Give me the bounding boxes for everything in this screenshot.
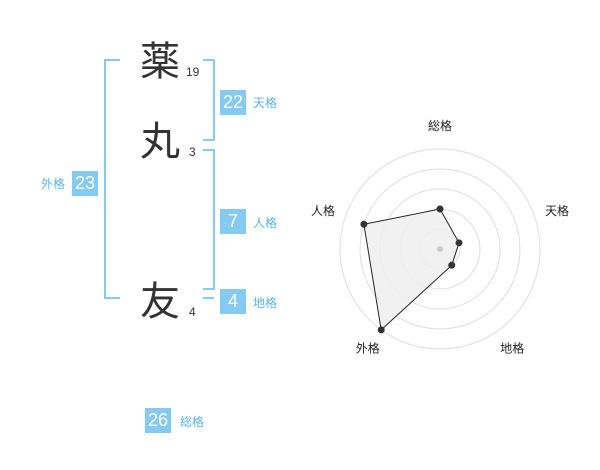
radar-point-2 [455, 239, 463, 247]
jinkaku-badge: 7 [220, 209, 246, 234]
radar-point-3 [448, 261, 456, 269]
radar-axis-label-5: 人格 [311, 203, 335, 218]
name-char-2: 丸 [140, 119, 180, 165]
radar-point-5 [360, 220, 368, 228]
soukaku-label: 総格 [180, 415, 205, 429]
radar-center-dot [437, 246, 443, 252]
radar-point-1 [436, 205, 444, 213]
gaikaku-bracket [104, 59, 120, 299]
radar-point-4 [377, 326, 385, 334]
jinkaku-bracket [203, 149, 215, 290]
stroke-count-1: 19 [186, 65, 200, 79]
gaikaku-badge: 23 [72, 171, 98, 196]
tenkaku-bracket [203, 59, 215, 141]
radar-axis-label-3: 地格 [500, 341, 524, 356]
chikaku-badge: 4 [220, 289, 246, 314]
name-char-1: 薬 [140, 39, 180, 85]
radar-ring-4 [359, 168, 521, 330]
gaikaku-label: 外格 [41, 177, 66, 191]
name-char-3: 友 [140, 279, 180, 325]
soukaku-badge: 26 [145, 408, 171, 433]
jinkaku-label: 人格 [253, 216, 278, 230]
stroke-count-2: 3 [189, 145, 196, 159]
tenkaku-badge: 22 [220, 90, 246, 115]
radar-area [363, 208, 460, 331]
radar-axis-label-2: 天格 [545, 203, 569, 218]
stroke-count-3: 4 [189, 305, 196, 319]
chikaku-label: 地格 [253, 296, 278, 310]
tenkaku-label: 天格 [253, 96, 278, 110]
radar-axis-label-4: 外格 [356, 341, 380, 356]
radar-axis-label-1: 総格 [428, 118, 452, 133]
